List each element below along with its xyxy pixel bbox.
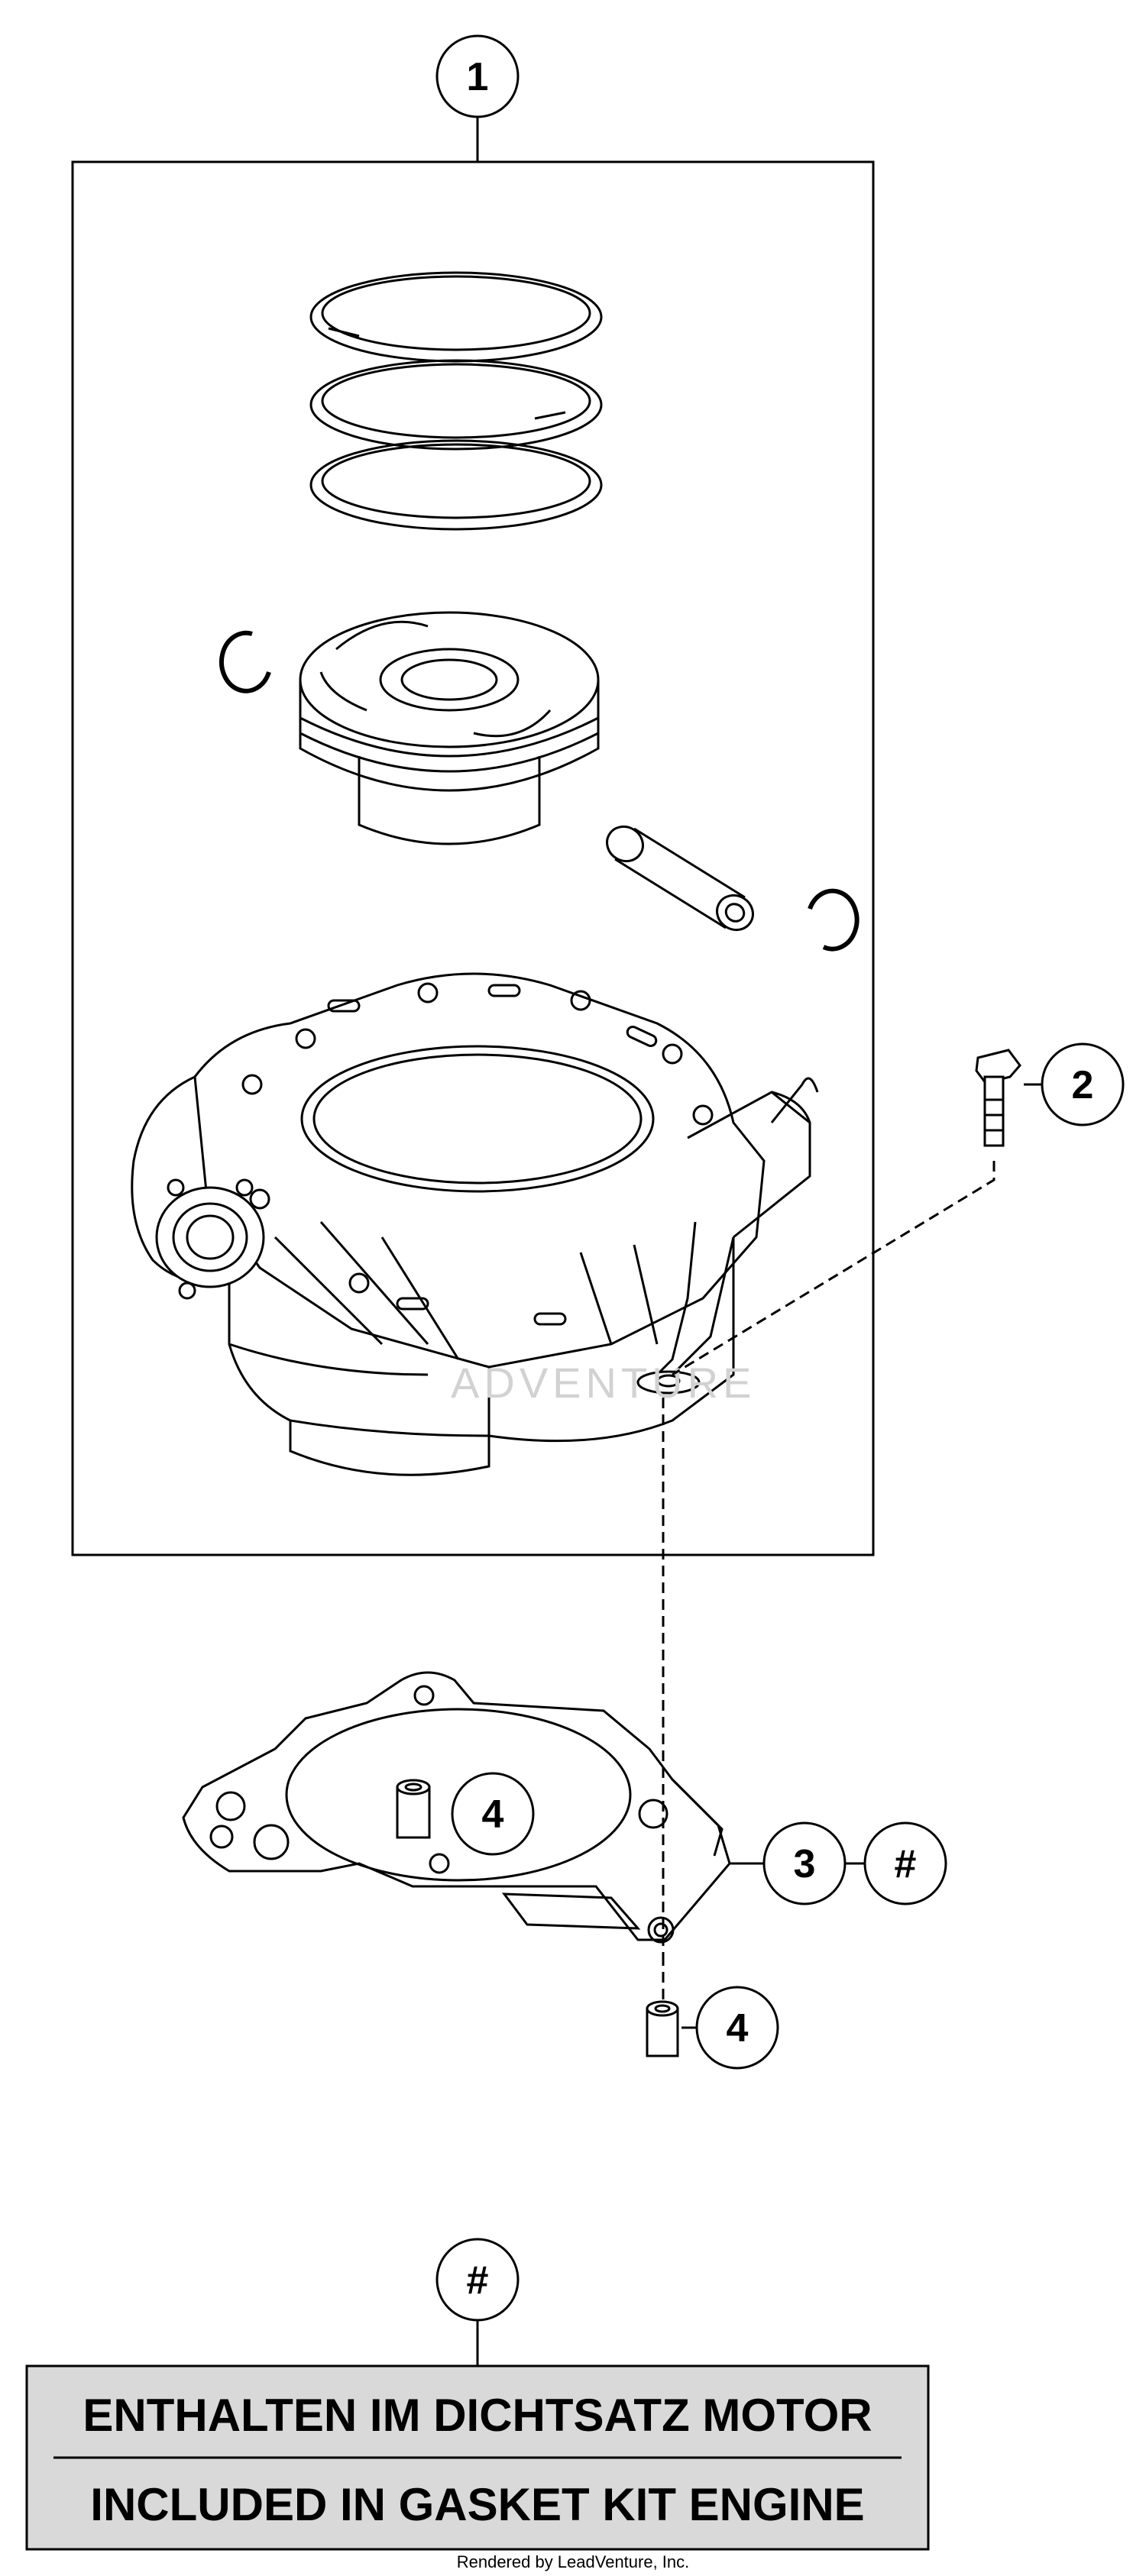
cylinder xyxy=(131,972,819,1476)
svg-text:#: # xyxy=(467,2258,489,2303)
cylinder-base-gasket xyxy=(182,1671,731,1944)
svg-text:#: # xyxy=(895,1842,917,1886)
piston-rings xyxy=(309,271,603,531)
note-line-german: ENTHALTEN IM DICHTSATZ MOTOR xyxy=(83,2390,872,2441)
svg-text:1: 1 xyxy=(467,55,489,99)
svg-text:4: 4 xyxy=(727,2006,749,2051)
callout-1[interactable]: 1 xyxy=(435,34,520,118)
dowel-sleeve-lower xyxy=(646,2000,679,2057)
svg-text:2: 2 xyxy=(1072,1063,1094,1107)
leader-line-2 xyxy=(672,1161,995,1376)
piston-pin xyxy=(606,825,754,932)
note-box: ENTHALTEN IM DICHTSATZ MOTOR INCLUDED IN… xyxy=(25,2364,930,2551)
screw xyxy=(975,1049,1021,1147)
note-ref-callout[interactable]: # xyxy=(435,2238,520,2322)
note-line-english: INCLUDED IN GASKET KIT ENGINE xyxy=(90,2479,864,2530)
assembly-frame xyxy=(71,160,875,1556)
svg-text:4: 4 xyxy=(482,1792,504,1837)
piston xyxy=(299,611,600,845)
circlip-left xyxy=(219,630,271,693)
callout-3[interactable]: 3 xyxy=(762,1821,847,1905)
circlip-right xyxy=(808,888,860,952)
callout-4-bottom[interactable]: 4 xyxy=(695,1986,779,2070)
callout-3-note[interactable]: # xyxy=(863,1821,947,1905)
watermark: ADVENTURE xyxy=(451,1359,756,1407)
dowel-sleeve-upper xyxy=(396,1779,431,1839)
footer-credit: Rendered by LeadVenture, Inc. xyxy=(457,2552,690,2571)
svg-text:3: 3 xyxy=(794,1842,816,1886)
callout-2[interactable]: 2 xyxy=(1041,1042,1125,1126)
callout-4-gasket[interactable]: 4 xyxy=(451,1772,535,1856)
